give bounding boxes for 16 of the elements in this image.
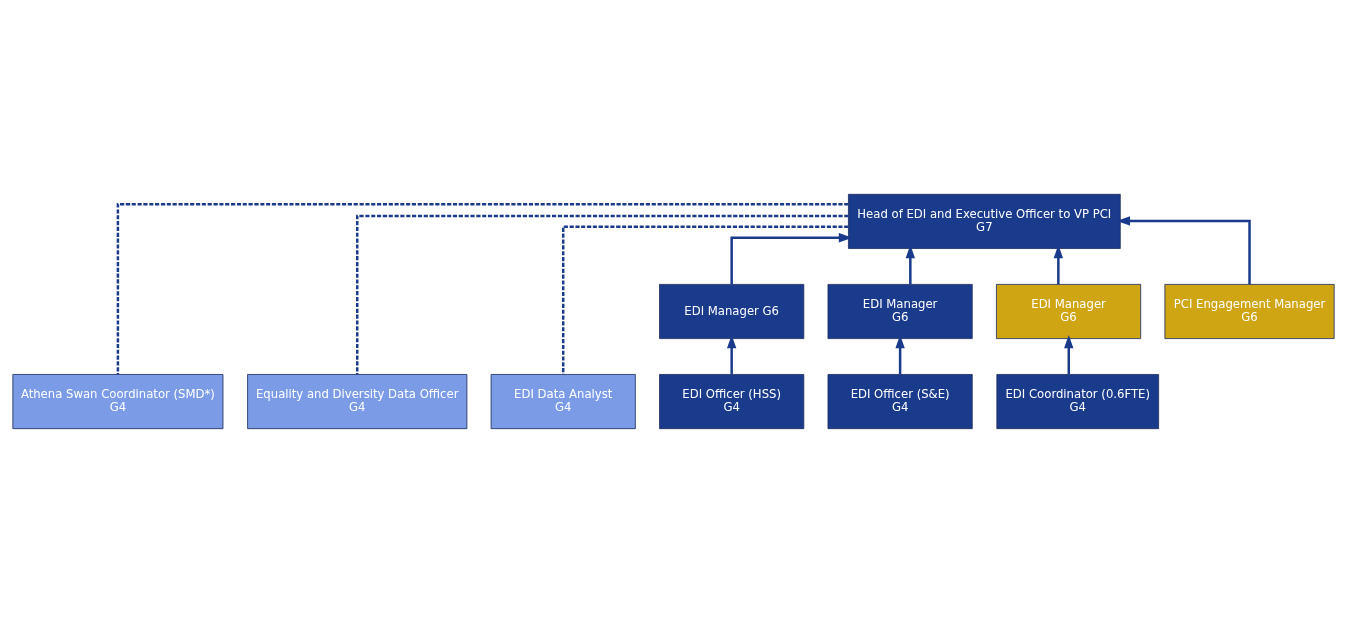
node-box: EDI Data Analyst G4 <box>490 373 636 429</box>
node-box: Head of EDI and Executive Officer to VP PCI G7 <box>848 193 1121 249</box>
arrow <box>1064 334 1074 374</box>
node-box: EDI Officer (S&E) G4 <box>827 373 973 429</box>
node-box: EDI Manager G6 <box>827 283 973 339</box>
node-box: Athena Swan Coordinator (SMD*) G4 <box>12 373 224 429</box>
node-box: EDI Manager G6 <box>996 283 1142 339</box>
node-box: EDI Manager G6 <box>659 283 805 339</box>
node-box: EDI Coordinator (0.6FTE) G4 <box>996 373 1160 429</box>
arrow <box>1116 215 1251 284</box>
node-box: EDI Officer (HSS) G4 <box>659 373 805 429</box>
node-box: Equality and Diversity Data Officer G4 <box>247 373 468 429</box>
node-box: PCI Engagement Manager G6 <box>1164 283 1335 339</box>
connector <box>116 202 849 374</box>
connector <box>356 214 849 374</box>
connector <box>561 225 849 374</box>
